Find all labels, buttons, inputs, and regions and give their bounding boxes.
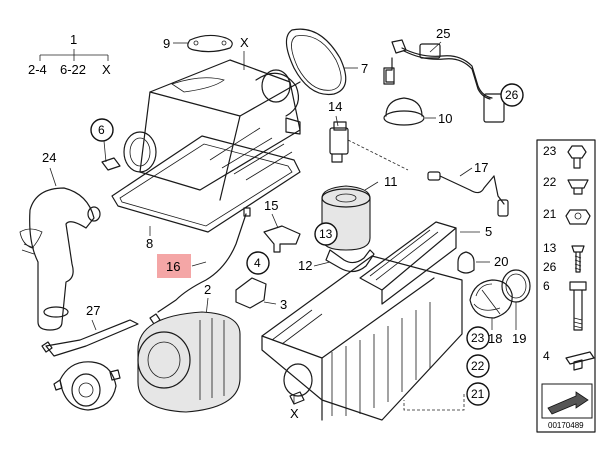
part-25-harness: 25 [383,26,505,123]
part-8-frame-gasket: 8 [111,135,301,251]
callout-4-circle: 4 [246,251,270,275]
callout-8: 8 [146,236,153,251]
sidebar-item-22: 22 [543,175,557,189]
callout-10: 10 [438,111,452,126]
callout-18: 18 [488,331,502,346]
callout-x-bottom: X [290,406,299,421]
part-12-clamp: 12 [298,249,375,273]
callout-23: 23 [471,331,485,345]
part-18-boot: 18 [469,279,513,346]
callout-13-circle: 13 [314,222,338,246]
callout-4: 4 [254,256,261,270]
callout-7: 7 [361,61,368,76]
part-2-filter-element: 2 [137,282,241,413]
part-19-seal: 19 [501,269,531,346]
callout-25: 25 [436,26,450,41]
sidebar-item-13: 13 [543,241,557,255]
diagram-id: 00170489 [548,421,584,430]
callout-12: 12 [298,258,312,273]
part-14-sensor: 14 [328,99,409,171]
callout-6-circle: 6 [90,118,121,171]
legend-item-2: 6-22 [60,62,86,77]
sidebar-item-6: 6 [543,279,550,293]
fastener-sidebar: 23 22 21 13 26 6 4 [536,139,596,433]
callout-16: 16 [166,259,180,274]
callout-9: 9 [163,36,170,51]
part-27-hose: 27 [41,303,139,357]
callout-26-circle: 26 [500,83,524,107]
callout-16-highlight [157,254,191,278]
callout-14: 14 [328,99,342,114]
nut-icon [565,209,591,225]
callout-24: 24 [42,150,56,165]
part-16-sensor-cable: 16 [149,207,251,325]
callout-22: 22 [471,359,485,373]
part-15-bracket: 15 [263,198,301,253]
legend-item-1: 2-4 [28,62,47,77]
bolt-icon [567,145,587,169]
part-5-cover: 5 [359,221,492,305]
callout-20: 20 [494,254,508,269]
sidebar-item-26: 26 [543,260,557,274]
part-10-cap: 10 [383,97,452,126]
direction-arrow-icon [547,391,589,415]
callout-21: 21 [471,387,485,401]
assembly-legend: 1 2-4 6-22 X [28,32,111,77]
part-20-ring: 20 [457,251,508,274]
legend-item-3: X [102,62,111,77]
callout-22-left: 22 [466,354,490,378]
callout-6: 6 [98,123,105,137]
sidebar-item-23: 23 [543,144,557,158]
sidebar-item-4: 4 [543,349,550,363]
callout-27: 27 [86,303,100,318]
clip-icon [565,351,595,371]
callout-11: 11 [384,174,398,189]
callout-26: 26 [505,88,519,102]
throttle-body [53,361,121,411]
callout-2: 2 [204,282,211,297]
part-17-hose: 17 [427,160,509,217]
callout-13: 13 [319,227,333,241]
callout-19: 19 [512,331,526,346]
callout-3: 3 [280,297,287,312]
plug-icon [567,179,589,195]
callout-23-left: 23 [466,326,490,350]
part-9-gasket: 9 [163,34,233,53]
callout-17: 17 [474,160,488,175]
upper-air-box [123,59,301,201]
callout-21-left: 21 [466,382,490,406]
lower-air-box [261,255,463,421]
callout-15: 15 [264,198,278,213]
stud-bolt-icon [569,281,587,331]
sidebar-item-21: 21 [543,207,557,221]
part-3-clip: 3 [235,277,287,312]
legend-number: 1 [70,32,77,47]
part-24-intake-elbow: 24 [19,150,101,331]
callout-x-top: X [240,35,249,50]
sidebar-frame [536,139,596,433]
part-7-seal: 7 [285,28,368,96]
screw-icon [571,245,585,273]
callout-5: 5 [485,224,492,239]
